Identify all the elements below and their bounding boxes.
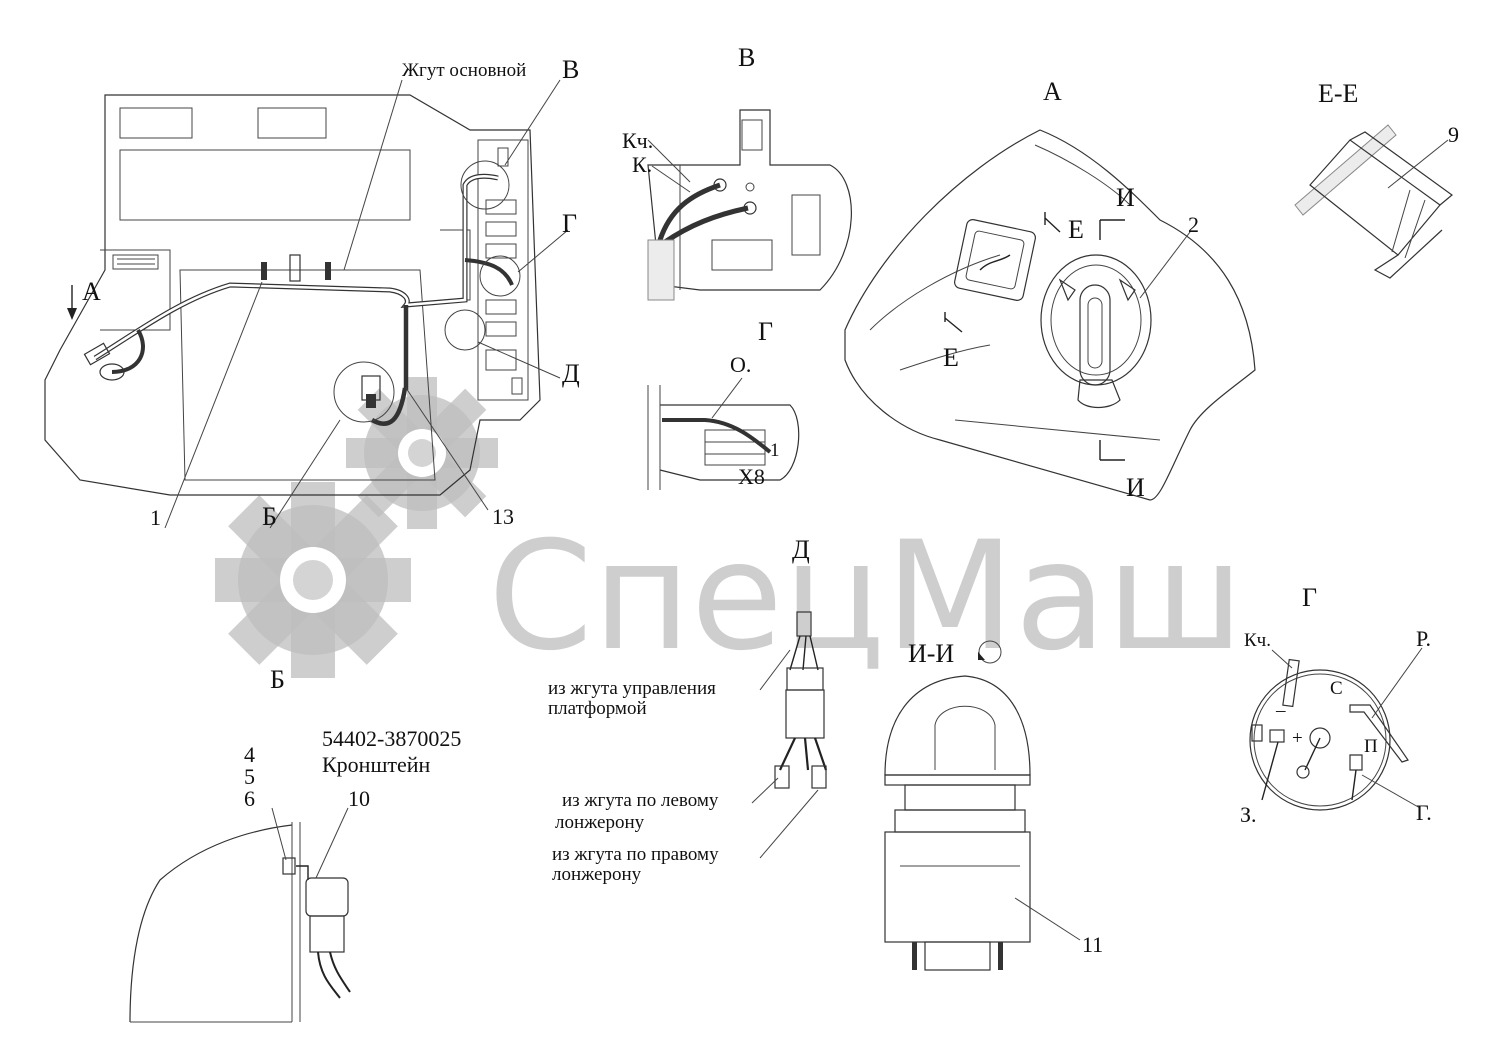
from-left-line2: лонжерону [555,812,645,833]
view-g-upper-title: Г [758,317,773,346]
view-a-title: А [1043,77,1062,106]
callout-d: Д [562,359,580,388]
from-right-line2: лонжерону [552,864,642,885]
from-platform-line2: платформой [548,698,647,719]
view-d: Д из жгута управления платформой из жгут… [548,535,828,885]
view-d-title: Д [792,535,810,564]
terminal-pi: П [1364,736,1378,757]
view-a-i-bottom: И [1126,473,1145,502]
view-v-title: В [738,43,755,72]
view-g-x8: Х8 [738,464,765,489]
view-g-o: О. [730,352,751,377]
from-left-line1: из жгута по левому [562,790,719,811]
position-2: 2 [1188,212,1199,237]
main-harness-label: Жгут основной [402,60,526,81]
view-a-arrow-label: А [82,277,101,306]
position-5: 5 [244,764,255,789]
from-right-line1: из жгута по правому [552,844,719,865]
view-v-kch: Кч. [622,128,653,153]
section-ii-title: И-И [908,639,954,668]
terminal-c: С [1330,678,1343,699]
callout-v: В [562,55,579,84]
position-13: 13 [492,504,514,529]
bracket-part-number: 54402-3870025 [322,726,461,751]
view-a-e-bottom: Е [943,343,959,372]
bracket-part-name: Кронштейн [322,752,431,777]
view-v: В Кч. К. [622,43,852,301]
terminal-z: З. [1240,802,1257,827]
main-view: Жгут основной В Г Д А 1 Б 13 [44,55,580,531]
view-b: Б [270,665,285,694]
section-ee: Е-Е 9 [1294,79,1459,279]
gear-icon [215,377,498,678]
view-a-i-top: И [1116,183,1135,212]
terminal-g: Г. [1416,800,1432,825]
from-platform-line1: из жгута управления [548,678,716,699]
watermark: СпецМаш [215,377,1244,684]
position-10: 10 [348,786,370,811]
callout-b: Б [262,502,277,531]
bracket-view: 54402-3870025 Кронштейн 4 5 6 10 [129,726,461,1023]
terminal-plus: + [1292,728,1303,749]
terminal-kch: Кч. [1244,630,1271,651]
callout-g: Г [562,209,577,238]
position-4: 4 [244,742,255,767]
terminal-minus: – [1275,700,1286,721]
view-g-lower-title: Г [1302,583,1317,612]
section-ee-title: Е-Е [1318,79,1358,108]
section-ii: И-И 11 [884,639,1103,971]
position-6: 6 [244,786,255,811]
position-11: 11 [1082,932,1103,957]
position-1: 1 [150,505,161,530]
view-g-pin: 1 [770,440,780,461]
view-v-k: К. [632,152,652,177]
view-g-lower: Г Кч. Р. З. Г. С П + – [1240,583,1432,827]
terminal-p: Р. [1416,626,1431,651]
watermark-text: СпецМаш [488,510,1244,684]
view-b-title: Б [270,665,285,694]
position-9: 9 [1448,122,1459,147]
view-a-e-top: Е [1068,215,1084,244]
view-a: А Е И Е И 2 [844,77,1256,502]
view-g-upper: Г О. Х8 1 [647,317,800,490]
